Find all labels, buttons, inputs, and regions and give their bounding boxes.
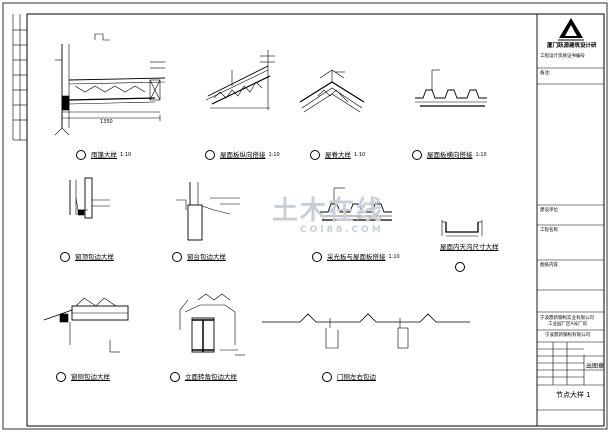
detail-label-window-sill: 窗台包边大样: [172, 252, 229, 262]
detail-label-window-side: 窗侧包边大样: [56, 372, 110, 382]
title-block-lines: [536, 14, 604, 426]
company-name: 宁波鼎新钢构实业有限公司: [540, 316, 594, 321]
detail-label-corner: 立面转角包边大样: [170, 372, 237, 382]
detail-door-sides-drawing: [262, 313, 470, 349]
detail-label-gutter: 屋面内天沟尺寸大样: [440, 243, 499, 251]
detail-canopy-drawing: [54, 33, 166, 136]
logo-triangle-icon: [558, 18, 584, 41]
firm-name: 宁波鼎新钢构有限公司: [545, 333, 590, 338]
detail-marker-circle-icon: [412, 150, 422, 160]
project-label: 工程名称: [540, 228, 558, 233]
detail-roof-transverse-drawing: [415, 69, 487, 107]
detail-marker-circle-icon: [312, 252, 322, 262]
watermark-main: 土木在线: [272, 196, 385, 226]
watermark: 土木在线 COI88.COM: [272, 190, 384, 235]
canopy-width-dimension: 1350: [100, 119, 113, 125]
detail-label-gutter-marker: [455, 262, 470, 272]
content-label: 图纸内容: [540, 263, 558, 268]
detail-window-sill-drawing: [176, 182, 240, 241]
inner-frame: [26, 13, 605, 427]
remark-label: 备注:: [540, 71, 551, 76]
stamp-label: 出图章: [586, 363, 605, 370]
project-name: 工业园厂区A号厂房: [548, 322, 588, 327]
detail-marker-circle-icon: [60, 252, 70, 262]
detail-gutter-drawing: [441, 220, 483, 237]
detail-roof-lap-drawing: [205, 50, 275, 110]
detail-window-top-drawing: [69, 177, 110, 219]
detail-window-side-drawing: [43, 297, 129, 353]
detail-label-door-sides: 门侧左右包边: [322, 372, 376, 382]
detail-marker-circle-icon: [170, 372, 180, 382]
detail-marker-circle-icon: [205, 150, 215, 160]
owner-label: 建设单位: [540, 208, 558, 213]
institute-name: 厦门跃源建筑设计研: [547, 43, 597, 49]
detail-label-window-top: 窗顶包边大样: [60, 252, 117, 262]
detail-marker-circle-icon: [76, 150, 86, 160]
detail-marker-circle-icon: [322, 372, 332, 382]
drawing-title: 节点大样 1: [556, 391, 591, 399]
detail-skylight-drawing: [320, 187, 392, 221]
binding-strip: [12, 14, 27, 141]
detail-marker-circle-icon: [172, 252, 182, 262]
detail-marker-circle-icon: [310, 150, 320, 160]
detail-corner-drawing: [179, 293, 245, 356]
watermark-sub: COI88.COM: [300, 225, 384, 235]
detail-ridge-drawing: [299, 69, 365, 113]
detail-marker-circle-icon: [56, 372, 66, 382]
institute-cert: 工程设计资质证书编号: [540, 54, 585, 59]
detail-marker-circle-icon: [455, 262, 465, 272]
